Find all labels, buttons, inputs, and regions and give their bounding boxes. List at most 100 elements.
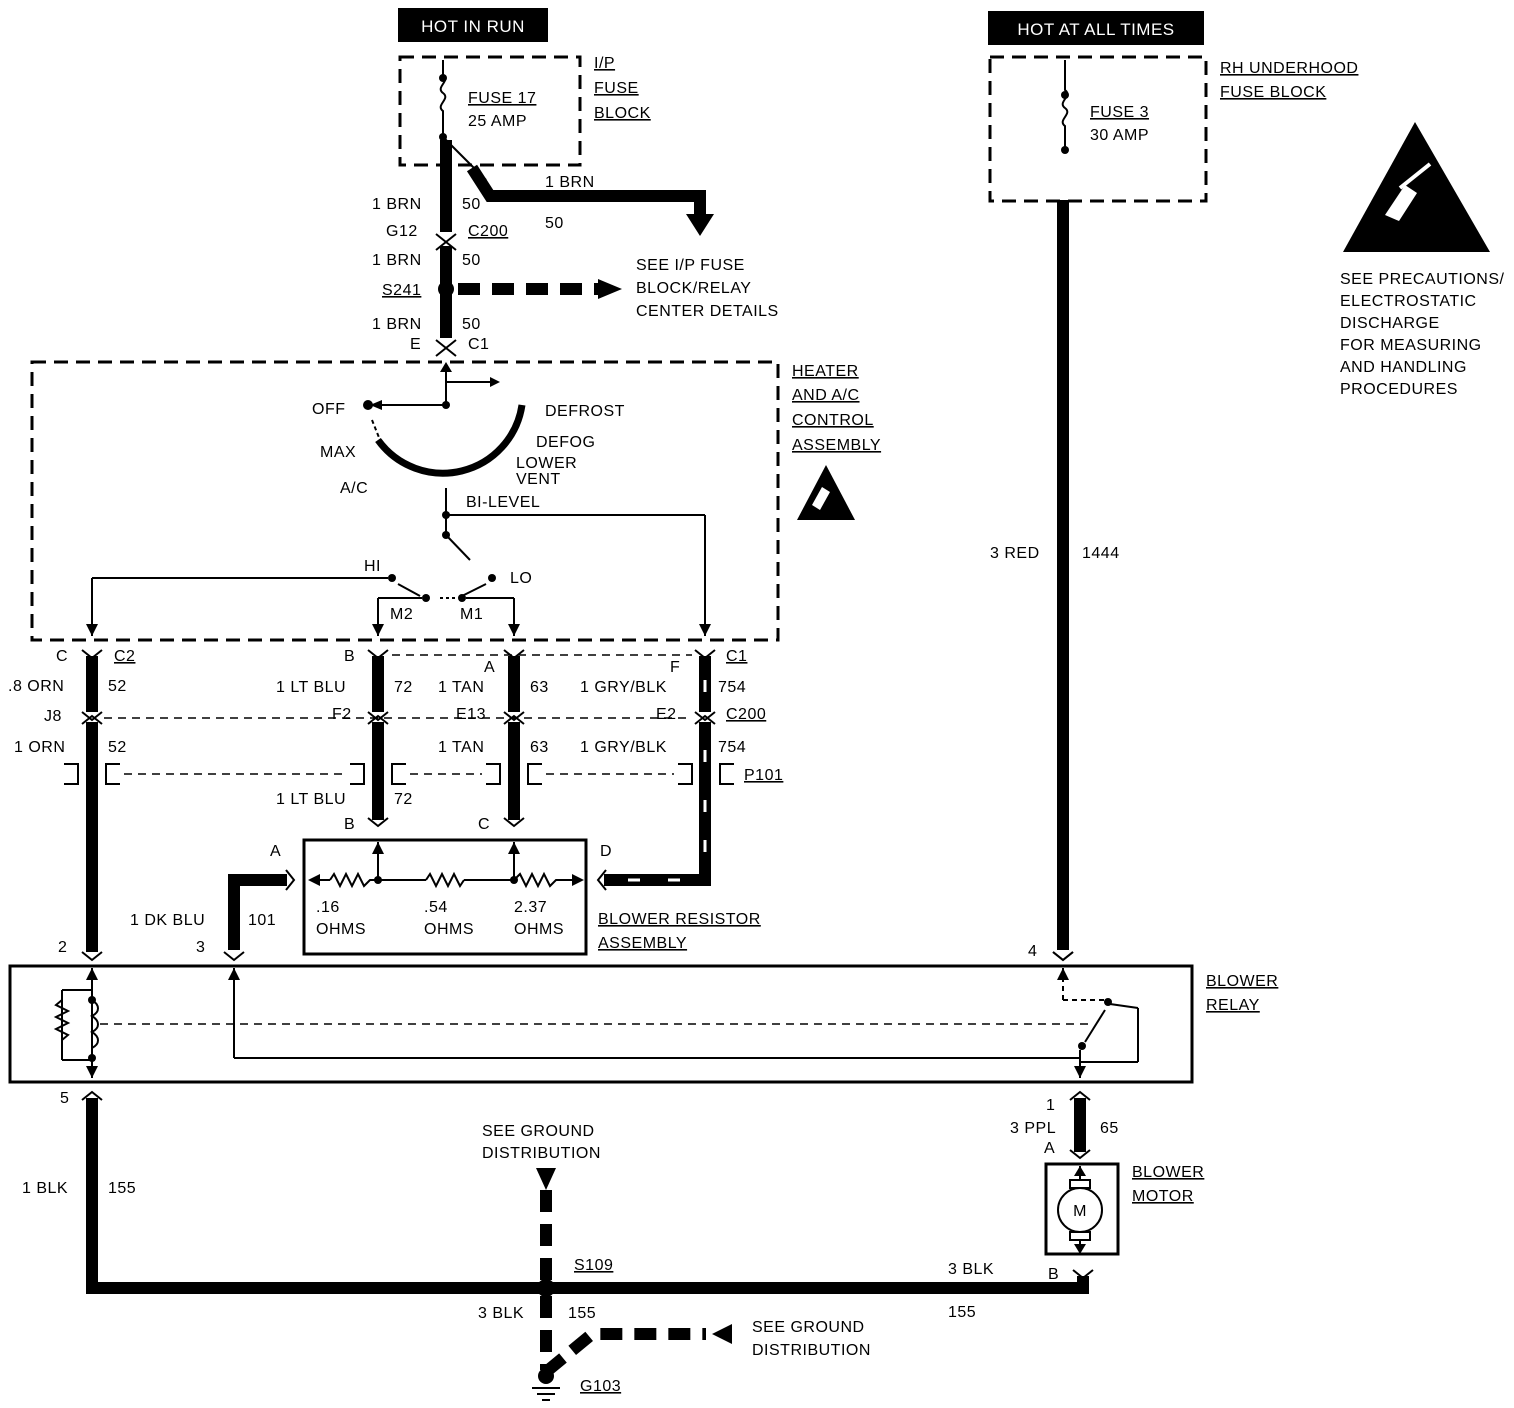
svg-text:3 BLK: 3 BLK	[478, 1305, 524, 1322]
svg-text:754: 754	[718, 739, 746, 756]
svg-text:4: 4	[1028, 943, 1037, 960]
svg-text:C1: C1	[726, 648, 747, 665]
svg-text:OHMS: OHMS	[514, 921, 564, 938]
esd-warning-icon	[1343, 122, 1490, 252]
svg-text:OHMS: OHMS	[316, 921, 366, 938]
svg-text:52: 52	[108, 739, 127, 756]
svg-text:SEE PRECAUTIONS/: SEE PRECAUTIONS/	[1340, 271, 1505, 288]
svg-text:LO: LO	[510, 570, 532, 587]
svg-text:1444: 1444	[1082, 545, 1120, 562]
svg-text:M1: M1	[460, 606, 483, 623]
svg-text:3 RED: 3 RED	[990, 545, 1040, 562]
svg-text:SEE I/P FUSE: SEE I/P FUSE	[636, 257, 745, 274]
svg-text:1 BRN: 1 BRN	[372, 316, 422, 333]
svg-text:DISCHARGE: DISCHARGE	[1340, 315, 1440, 332]
esd-note: SEE PRECAUTIONS/ ELECTROSTATIC DISCHARGE…	[1340, 271, 1505, 398]
svg-text:3: 3	[196, 939, 205, 956]
svg-text:RH UNDERHOOD: RH UNDERHOOD	[1220, 60, 1358, 77]
ip-fuse-block: FUSE 17 25 AMP I/P FUSE BLOCK	[398, 55, 651, 167]
svg-text:VENT: VENT	[516, 471, 561, 488]
svg-text:M: M	[1073, 1203, 1087, 1220]
svg-text:C200: C200	[468, 223, 508, 240]
svg-text:J8: J8	[44, 708, 62, 725]
svg-text:1 LT BLU: 1 LT BLU	[276, 679, 346, 696]
s241-splice	[438, 281, 454, 297]
svg-text:F2: F2	[332, 706, 352, 723]
svg-text:S109: S109	[574, 1257, 613, 1274]
svg-text:HEATER: HEATER	[792, 363, 859, 380]
svg-text:AND HANDLING: AND HANDLING	[1340, 359, 1467, 376]
svg-text:FUSE: FUSE	[594, 80, 639, 97]
svg-text:MAX: MAX	[320, 444, 356, 461]
svg-text:CONTROL: CONTROL	[792, 412, 874, 429]
svg-text:1 BRN: 1 BRN	[372, 252, 422, 269]
svg-text:C: C	[56, 648, 68, 665]
svg-text:50: 50	[545, 215, 564, 232]
svg-text:65: 65	[1100, 1120, 1119, 1137]
svg-text:C2: C2	[114, 648, 135, 665]
svg-text:BLOWER RESISTOR: BLOWER RESISTOR	[598, 911, 761, 928]
svg-text:155: 155	[108, 1180, 136, 1197]
svg-text:FUSE BLOCK: FUSE BLOCK	[1220, 84, 1326, 101]
hot-in-run-tab: HOT IN RUN	[398, 8, 548, 42]
svg-text:A: A	[270, 843, 281, 860]
svg-text:1 DK BLU: 1 DK BLU	[130, 912, 205, 929]
svg-text:1 TAN: 1 TAN	[438, 679, 484, 696]
svg-text:1 TAN: 1 TAN	[438, 739, 484, 756]
svg-text:D: D	[600, 843, 612, 860]
svg-text:754: 754	[718, 679, 746, 696]
svg-text:BLOWER: BLOWER	[1132, 1164, 1204, 1181]
svg-text:C: C	[478, 816, 490, 833]
blower-motor: M 3 PPL 65 A BLOWER MOTOR B	[1010, 1090, 1204, 1283]
svg-text:30 AMP: 30 AMP	[1090, 127, 1149, 144]
middle-harness: C C2 B A F C1 .8 ORN 52 1 LT BLU 72 1 TA…	[8, 648, 783, 952]
svg-text:50: 50	[462, 252, 481, 269]
svg-text:BI-LEVEL: BI-LEVEL	[466, 494, 540, 511]
svg-text:C200: C200	[726, 706, 766, 723]
svg-text:G12: G12	[386, 223, 418, 240]
svg-text:HOT AT ALL TIMES: HOT AT ALL TIMES	[1017, 20, 1174, 39]
svg-text:50: 50	[462, 316, 481, 333]
svg-text:SEE GROUND: SEE GROUND	[752, 1319, 865, 1336]
svg-text:5: 5	[60, 1090, 69, 1107]
svg-text:3 PPL: 3 PPL	[1010, 1120, 1056, 1137]
svg-text:ASSEMBLY: ASSEMBLY	[598, 935, 687, 952]
gry-blk-d-wire: D	[596, 843, 711, 891]
svg-text:P101: P101	[744, 767, 783, 784]
svg-text:63: 63	[530, 679, 549, 696]
hot-at-all-times-tab: HOT AT ALL TIMES	[988, 11, 1204, 45]
svg-text:FUSE 17: FUSE 17	[468, 90, 536, 107]
svg-text:101: 101	[248, 912, 276, 929]
svg-text:BLOWER: BLOWER	[1206, 973, 1278, 990]
svg-text:G103: G103	[580, 1378, 621, 1395]
svg-text:HOT IN RUN: HOT IN RUN	[421, 17, 525, 36]
dk-blu-wire: A 1 DK BLU 101	[130, 843, 296, 962]
svg-text:63: 63	[530, 739, 549, 756]
ground-circuit: 1 BLK 155 SEE GROUND DISTRIBUTION S109 3…	[22, 1090, 1094, 1401]
svg-text:B: B	[1048, 1266, 1059, 1283]
svg-text:52: 52	[108, 678, 127, 695]
svg-text:C1: C1	[468, 336, 489, 353]
svg-text:1 LT BLU: 1 LT BLU	[276, 791, 346, 808]
svg-text:B: B	[344, 816, 355, 833]
svg-text:BLOCK: BLOCK	[594, 105, 651, 122]
svg-text:1 BRN: 1 BRN	[545, 174, 595, 191]
svg-text:72: 72	[394, 679, 413, 696]
svg-text:1 GRY/BLK: 1 GRY/BLK	[580, 739, 667, 756]
svg-text:HI: HI	[364, 558, 381, 575]
svg-text:CENTER DETAILS: CENTER DETAILS	[636, 303, 779, 320]
svg-text:1 GRY/BLK: 1 GRY/BLK	[580, 679, 667, 696]
svg-text:72: 72	[394, 791, 413, 808]
blower-resistor-assembly: .16 OHMS .54 OHMS 2.37 OHMS BLOWER RESIS…	[302, 838, 761, 956]
svg-text:1: 1	[1046, 1097, 1055, 1114]
svg-text:E: E	[410, 336, 421, 353]
svg-text:S241: S241	[382, 282, 421, 299]
svg-text:LOWER: LOWER	[516, 455, 577, 472]
svg-text:DISTRIBUTION: DISTRIBUTION	[752, 1342, 871, 1359]
svg-text:FOR MEASURING: FOR MEASURING	[1340, 337, 1482, 354]
svg-text:M2: M2	[390, 606, 413, 623]
brn-branch-wire: 1 BRN 50	[442, 136, 714, 236]
svg-text:PROCEDURES: PROCEDURES	[1340, 381, 1458, 398]
svg-text:OHMS: OHMS	[424, 921, 474, 938]
